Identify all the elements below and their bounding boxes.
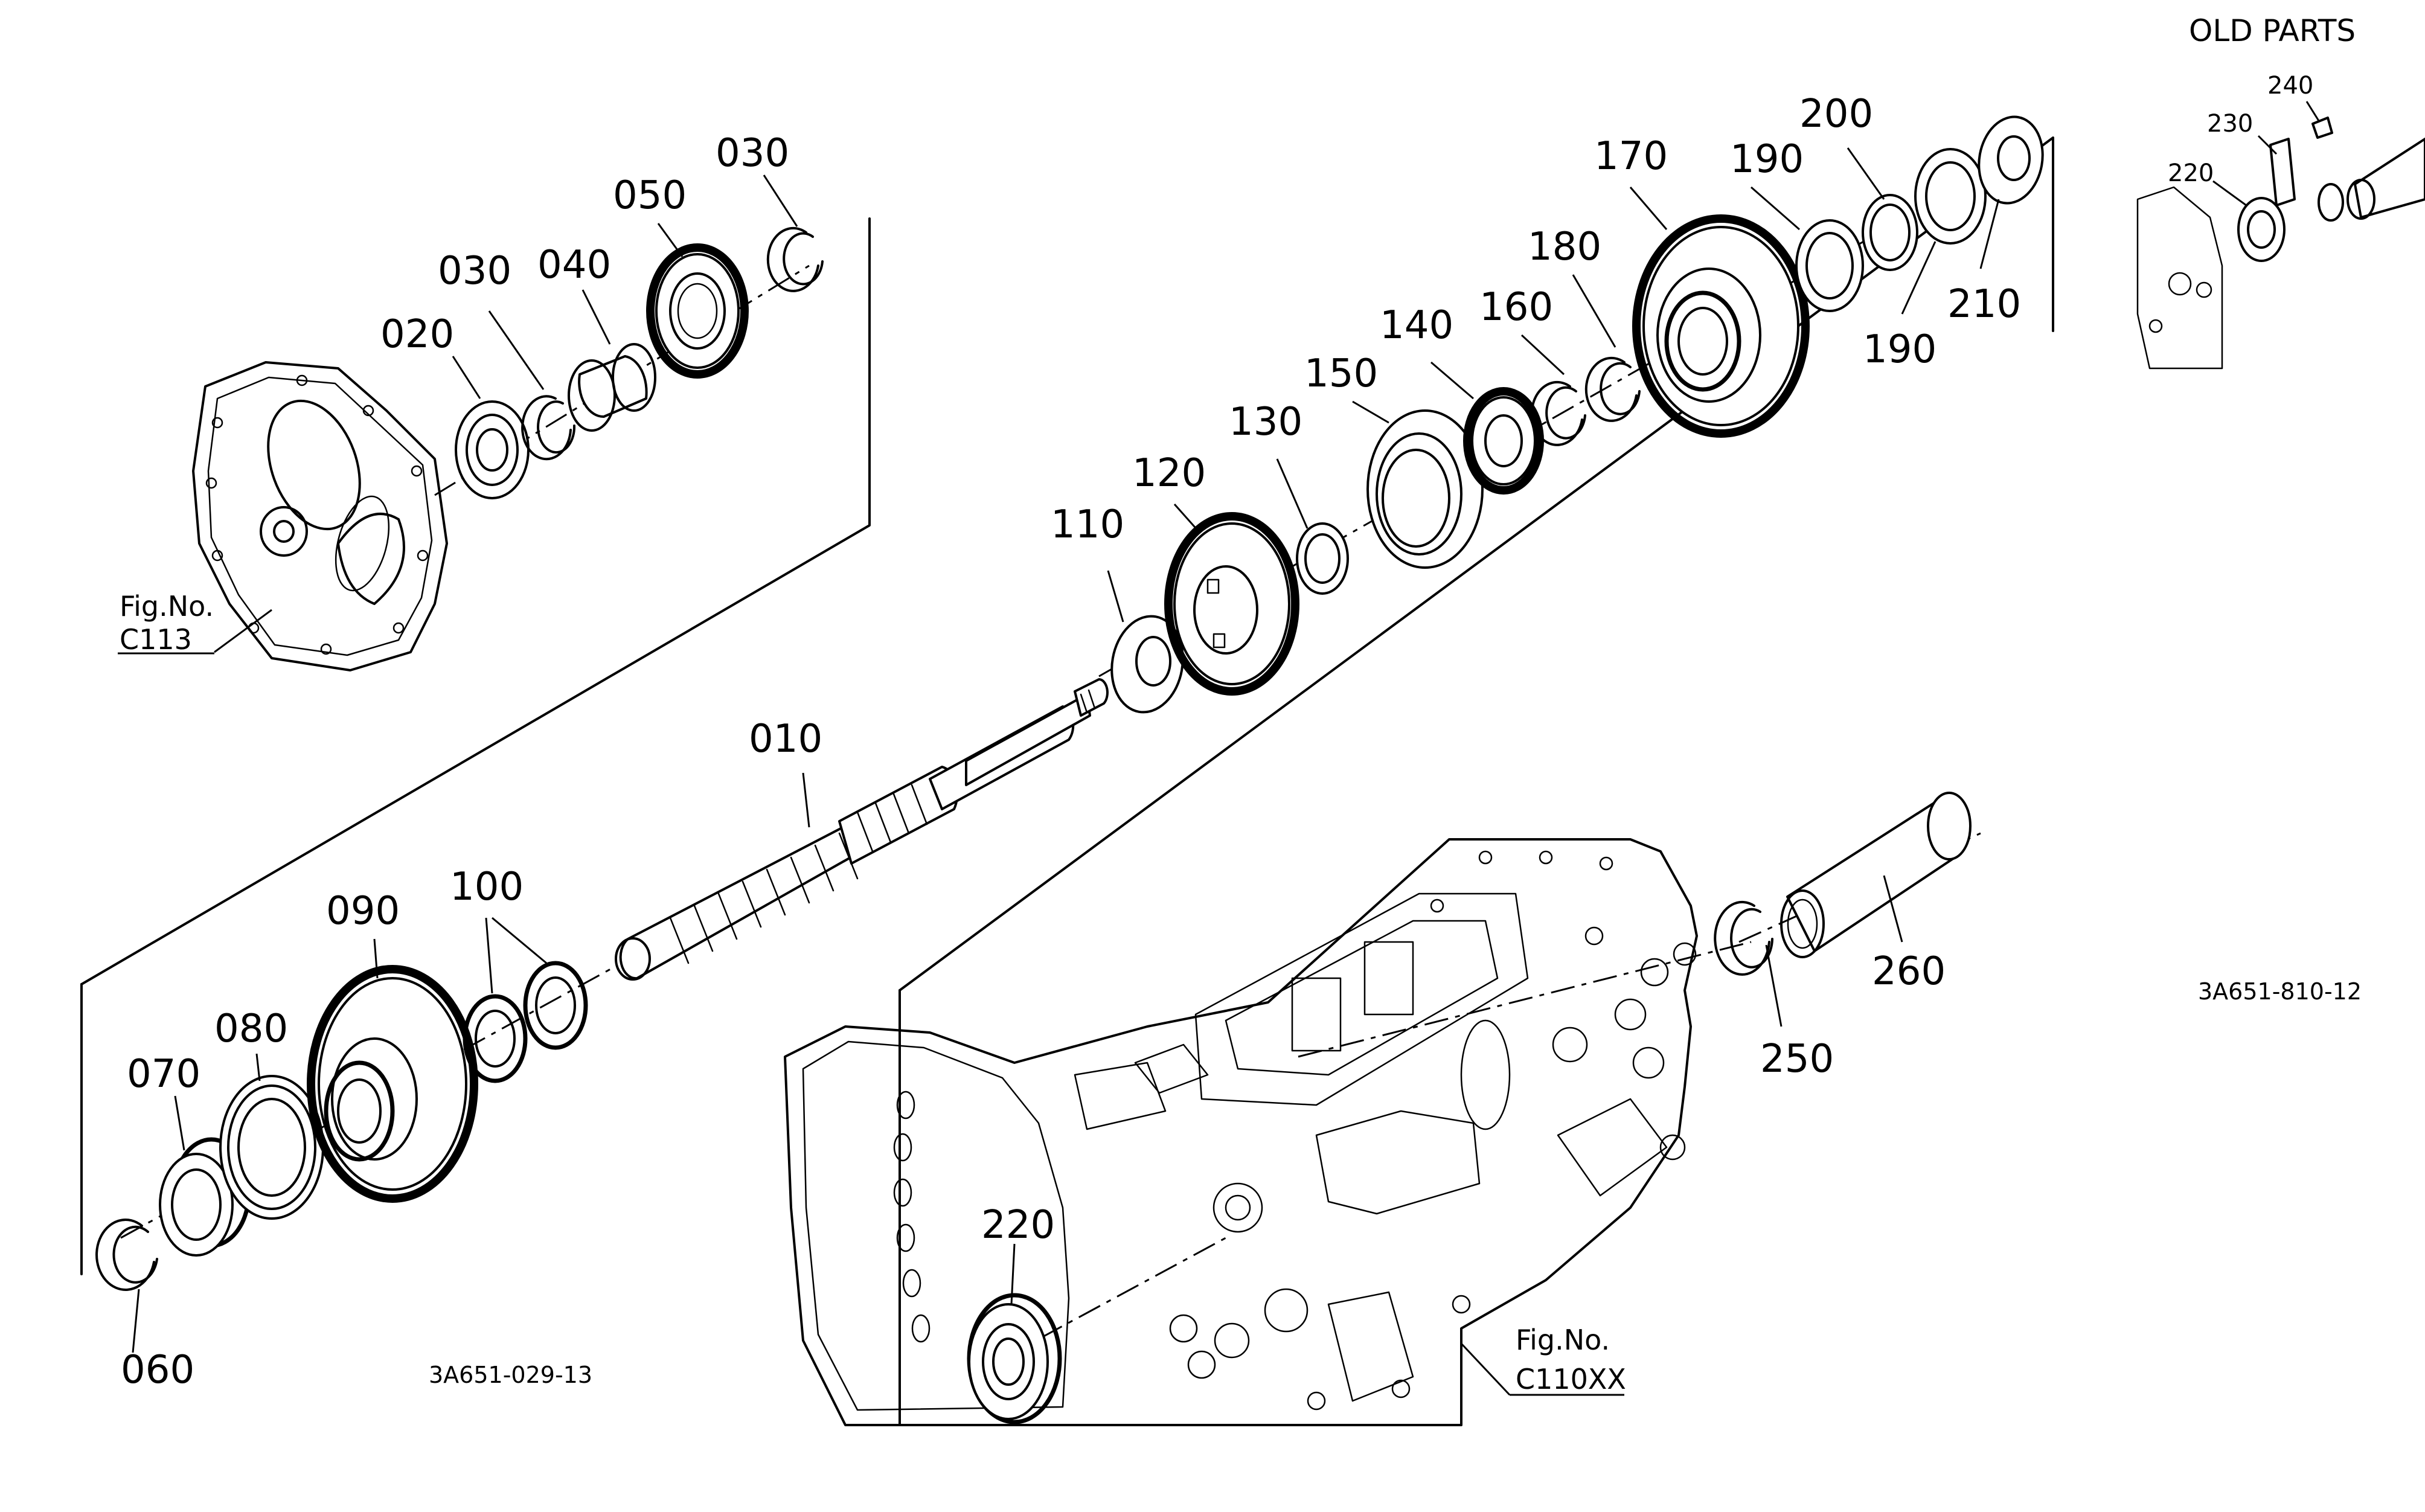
part-label-190a: 190 bbox=[1730, 137, 1804, 182]
leader-old-240 bbox=[2305, 101, 2320, 121]
old-parts-drawing-code: 3A651-810-12 bbox=[2198, 978, 2362, 1005]
part-label-160: 160 bbox=[1479, 285, 1553, 330]
leader-old-230 bbox=[2257, 135, 2278, 155]
part-label-130: 130 bbox=[1229, 400, 1302, 444]
leader-250 bbox=[1765, 944, 1783, 1027]
leader-150 bbox=[1352, 400, 1389, 424]
old-part-label-240: 240 bbox=[2267, 72, 2313, 100]
leader-020 bbox=[452, 356, 481, 399]
part-label-170: 170 bbox=[1594, 134, 1668, 179]
main-shaft-010 bbox=[615, 678, 1109, 981]
leader-060 bbox=[132, 1289, 140, 1353]
fig-ref-housing-prefix: Fig.No. bbox=[1516, 1324, 1610, 1356]
leader-110 bbox=[1107, 570, 1124, 623]
leader-050 bbox=[657, 223, 684, 257]
snap-ring-030a bbox=[521, 395, 576, 461]
snap-ring-060 bbox=[95, 1219, 158, 1291]
hub-140 bbox=[1463, 387, 1544, 495]
fig-ref-housing-leader bbox=[1460, 1342, 1511, 1396]
part-label-190b: 190 bbox=[1863, 327, 1936, 372]
pipe-260 bbox=[1780, 792, 1972, 958]
part-label-030b: 030 bbox=[716, 131, 789, 176]
part-label-020: 020 bbox=[380, 312, 454, 357]
leader-180 bbox=[1572, 274, 1616, 348]
shifter-150 bbox=[1366, 409, 1484, 569]
part-label-100: 100 bbox=[450, 865, 524, 909]
leader-080 bbox=[255, 1053, 261, 1081]
bearings-100 bbox=[463, 961, 588, 1083]
part-label-040: 040 bbox=[537, 243, 611, 287]
leader-190a bbox=[1751, 186, 1800, 231]
leader-120 bbox=[1173, 504, 1200, 532]
bearing-190b bbox=[1914, 148, 1987, 245]
leader-010 bbox=[802, 772, 810, 828]
part-label-110: 110 bbox=[1051, 502, 1124, 547]
leader-030a bbox=[488, 310, 545, 390]
fig-ref-housing-number: C110XX bbox=[1516, 1363, 1626, 1395]
gear-050 bbox=[646, 243, 749, 379]
part-label-200: 200 bbox=[1799, 92, 1873, 136]
leader-210 bbox=[1979, 199, 2000, 269]
leader-090 bbox=[373, 938, 379, 979]
part-label-260: 260 bbox=[1872, 949, 1946, 994]
part-label-210: 210 bbox=[1947, 282, 2021, 327]
fig-ref-case-number: C113 bbox=[120, 623, 192, 656]
leader-100b bbox=[492, 917, 547, 964]
leader-100a bbox=[485, 917, 493, 994]
main-drawing-code: 3A651-029-13 bbox=[429, 1362, 592, 1388]
fig-ref-case-leader bbox=[214, 609, 272, 653]
gear-170 bbox=[1632, 214, 1810, 438]
snap-ring-250 bbox=[1714, 900, 1773, 976]
leader-140 bbox=[1430, 361, 1474, 400]
part-label-050: 050 bbox=[613, 173, 687, 218]
leader-130 bbox=[1276, 458, 1309, 529]
part-label-250: 250 bbox=[1760, 1037, 1834, 1081]
leader-old-220 bbox=[2212, 180, 2247, 207]
part-label-150: 150 bbox=[1304, 351, 1378, 396]
transmission-case-drawing bbox=[192, 361, 448, 671]
leader-070 bbox=[174, 1095, 185, 1151]
snap-ring-160 bbox=[1530, 380, 1586, 446]
old-parts-inset bbox=[2136, 117, 2425, 370]
collar-200 bbox=[1862, 194, 1918, 271]
old-part-label-230: 230 bbox=[2207, 110, 2253, 138]
part-label-140: 140 bbox=[1380, 303, 1453, 348]
bearing-220-housing bbox=[967, 1293, 1062, 1424]
upper-exploded-frame bbox=[80, 136, 2054, 1426]
old-parts-header: OLD PARTS bbox=[2189, 13, 2356, 48]
collar-040 bbox=[568, 343, 656, 432]
gear-090 bbox=[307, 965, 478, 1203]
part-label-060: 060 bbox=[121, 1348, 194, 1392]
washer-210 bbox=[1978, 115, 2044, 205]
leader-220 bbox=[1010, 1243, 1016, 1305]
leader-030b bbox=[763, 175, 798, 227]
part-label-220: 220 bbox=[981, 1203, 1055, 1248]
bearing-190a bbox=[1795, 219, 1864, 312]
fig-ref-case-prefix: Fig.No. bbox=[120, 590, 214, 623]
bearing-020 bbox=[455, 400, 530, 499]
leader-160 bbox=[1520, 334, 1565, 376]
part-label-120: 120 bbox=[1132, 451, 1206, 496]
snap-ring-180 bbox=[1584, 356, 1641, 422]
old-part-label-220: 220 bbox=[2168, 159, 2214, 187]
part-label-030a: 030 bbox=[438, 249, 511, 293]
part-label-070: 070 bbox=[127, 1052, 200, 1097]
part-label-010: 010 bbox=[749, 717, 822, 761]
leader-190b bbox=[1901, 241, 1936, 315]
part-label-080: 080 bbox=[214, 1007, 288, 1051]
transmission-housing-drawing bbox=[784, 838, 1698, 1426]
leader-200 bbox=[1847, 147, 1885, 200]
bearing-080 bbox=[219, 1075, 324, 1220]
leader-260 bbox=[1883, 875, 1903, 943]
bearing-130 bbox=[1296, 522, 1349, 595]
part-label-180: 180 bbox=[1528, 225, 1601, 269]
snap-ring-030b bbox=[766, 226, 824, 292]
leader-170 bbox=[1629, 187, 1668, 230]
part-label-090: 090 bbox=[326, 889, 400, 934]
washer-110 bbox=[1110, 615, 1184, 714]
leader-040 bbox=[581, 289, 611, 345]
gear-120 bbox=[1164, 512, 1299, 696]
